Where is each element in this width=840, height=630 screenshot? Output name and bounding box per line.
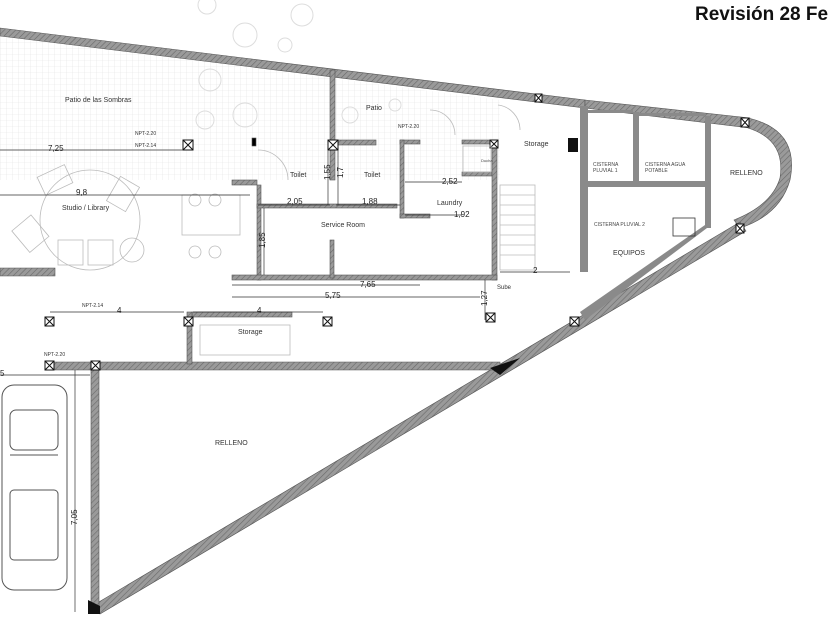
dimension-label: 7,25 — [48, 144, 64, 153]
dimension-label: 1,7 — [336, 166, 345, 178]
car-outline — [1, 384, 68, 591]
room-label-equipos: EQUIPOS — [613, 250, 645, 257]
dimension-label: 2,52 — [442, 177, 458, 186]
dimension-label: 2,05 — [287, 197, 303, 206]
dimension-label: 4 — [117, 306, 122, 315]
dimension-label: 2 — [533, 266, 538, 275]
dimension-label: 1,92 — [454, 210, 470, 219]
dimension-label: 1,55 — [323, 164, 332, 180]
dimension-label: 1,85 — [258, 232, 267, 248]
revision-title: Revisión 28 Fe — [695, 4, 829, 25]
room-label-storage-bottom: Storage — [238, 329, 263, 336]
room-label-ducha: Ducha — [481, 158, 493, 163]
level-marker: NPT-2.14 — [82, 303, 104, 309]
dimension-label: 9,8 — [76, 188, 88, 197]
patio-plants — [195, 0, 402, 130]
dimension-label: 1,88 — [362, 197, 378, 206]
room-label-cisterna-1: CISTERNA PLUVIAL 1 — [593, 162, 619, 174]
room-label-patio-sombras: Patio de las Sombras — [65, 97, 132, 104]
room-label-storage-top: Storage — [524, 141, 549, 148]
dimension-label: 4 — [257, 306, 262, 315]
level-marker: NPT-2.20 — [398, 124, 420, 130]
dimension-label: 7,65 — [360, 280, 376, 289]
dimension-label: 5,75 — [325, 291, 341, 300]
room-label-studio: Studio / Library — [62, 205, 110, 212]
room-label-laundry: Laundry — [437, 200, 463, 207]
columns — [44, 93, 750, 371]
dimension-label: 7,05 — [70, 509, 79, 525]
stair-label-sube: Sube — [497, 285, 512, 291]
cistern-walls — [88, 106, 711, 614]
furniture — [11, 104, 696, 356]
room-label-cisterna-agua: CISTERNA AGUA POTABLE — [645, 162, 686, 174]
dimension-label: 5 — [0, 369, 5, 378]
level-marker: NPT-2.14 — [135, 143, 157, 149]
room-label-relleno-right: RELLENO — [730, 170, 763, 177]
dimension-lines — [0, 149, 570, 612]
room-label-patio: Patio — [366, 105, 382, 112]
room-label-service: Service Room — [321, 222, 365, 229]
room-label-toilet-1: Toilet — [290, 172, 307, 179]
level-marker: NPT-2.20 — [135, 131, 157, 137]
room-label-cisterna-2: CISTERNA PLUVIAL 2 — [594, 222, 645, 228]
dimension-label: 1,27 — [480, 290, 489, 306]
level-marker: NPT-2.20 — [44, 352, 66, 358]
room-label-toilet-2: Toilet — [364, 172, 381, 179]
room-label-relleno-bottom: RELLENO — [215, 440, 248, 447]
patio-paving — [0, 35, 500, 180]
